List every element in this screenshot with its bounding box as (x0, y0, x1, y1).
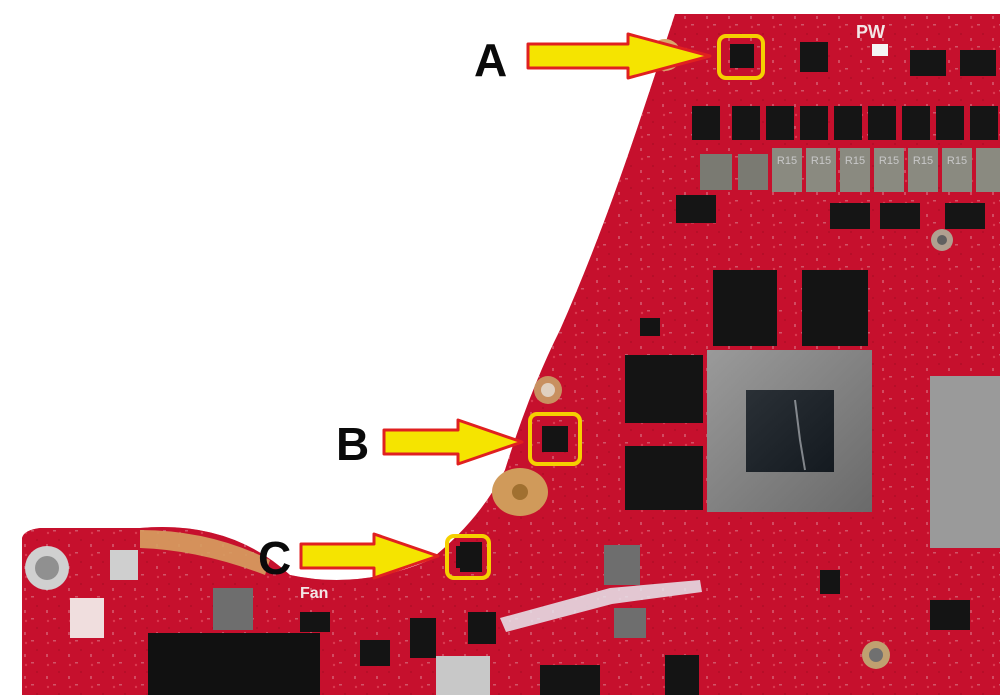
highlight-box-a (717, 34, 765, 80)
inductor-marking: R15 R15 R15 R15 R15 R15 (777, 155, 967, 167)
callout-label-c: C (258, 532, 291, 584)
callout-label-b: B (336, 418, 369, 470)
mount-hole (534, 376, 562, 404)
svg-text:R15: R15 (913, 155, 933, 167)
mount-hole (862, 641, 890, 669)
vram-chip (625, 270, 868, 510)
connector (110, 550, 138, 580)
cpu-package (930, 376, 1000, 548)
svg-text:R15: R15 (777, 155, 797, 167)
arrow-a (526, 32, 712, 80)
highlight-box-b (528, 412, 582, 466)
mount-hole (931, 229, 953, 251)
mosfet-row (676, 42, 998, 229)
battery-connector (148, 633, 320, 695)
thermal-pad (140, 530, 270, 575)
inductor-row (700, 148, 1000, 192)
callout-label-a: A (474, 34, 507, 86)
mount-hole (25, 546, 69, 590)
fan-silkscreen: Fan (300, 585, 328, 602)
svg-text:R15: R15 (879, 155, 899, 167)
svg-text:R15: R15 (811, 155, 831, 167)
flex-strip (500, 580, 702, 632)
svg-text:R15: R15 (845, 155, 865, 167)
gpu-package (707, 350, 872, 512)
highlight-box-c (445, 534, 491, 580)
arrow-c (299, 532, 440, 580)
inductor (213, 545, 646, 695)
arrow-b (382, 418, 524, 466)
mount-hole (492, 468, 548, 516)
power-led (872, 44, 888, 56)
small-component (300, 318, 970, 695)
pw-silkscreen: PW (856, 22, 885, 42)
svg-text:R15: R15 (947, 155, 967, 167)
label-sticker (70, 598, 104, 638)
